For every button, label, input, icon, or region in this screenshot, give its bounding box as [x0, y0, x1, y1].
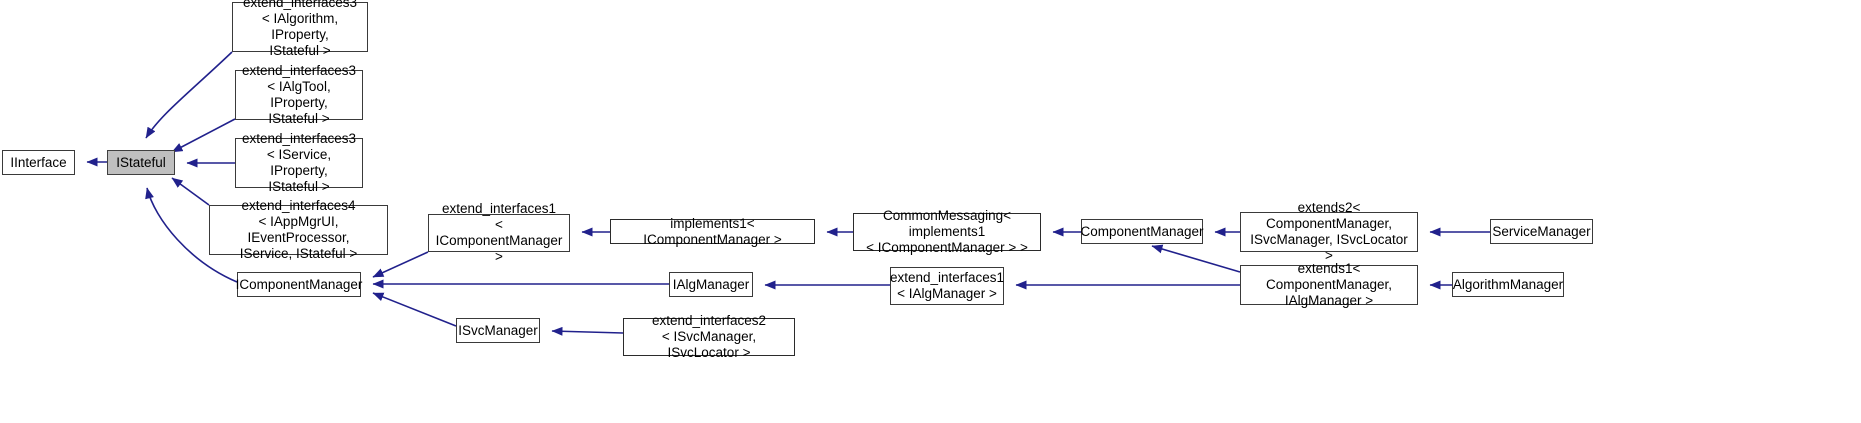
node-componentmanager[interactable]: ComponentManager	[1080, 219, 1204, 244]
edge-ei3alg-istateful	[145, 51, 233, 139]
node-implements1-icomponentmanager[interactable]: implements1< IComponentManager >	[610, 216, 815, 247]
node-commonmessaging-implements1[interactable]: CommonMessaging< implements1 < IComponen…	[853, 208, 1041, 255]
node-servicemanager[interactable]: ServiceManager	[1490, 219, 1593, 244]
edge-ei2isvc-isvcmanager	[551, 326, 624, 336]
node-ialgmanager[interactable]: IAlgManager	[669, 272, 753, 297]
node-extend-interfaces2-isvcmanager[interactable]: extend_interfaces2 < ISvcManager, ISvcLo…	[623, 313, 795, 360]
node-extend-interfaces4-iappmgrui[interactable]: extend_interfaces4 < IAppMgrUI, IEventPr…	[209, 198, 388, 261]
node-extend-interfaces3-ialgorithm[interactable]: extend_interfaces3 < IAlgorithm, IProper…	[232, 0, 368, 58]
node-extend-interfaces3-iservice[interactable]: extend_interfaces3 < IService, IProperty…	[235, 131, 363, 194]
node-extend-interfaces1-ialgmanager[interactable]: extend_interfaces1 < IAlgManager >	[890, 267, 1004, 305]
edge-ei4-istateful	[171, 177, 210, 206]
node-icomponentmanager[interactable]: IComponentManager	[236, 272, 362, 297]
node-extends2-componentmanager[interactable]: extends2< ComponentManager, ISvcManager,…	[1240, 200, 1418, 263]
edge-extends1-componentmanager	[1151, 244, 1241, 273]
node-extend-interfaces3-ialgtool[interactable]: extend_interfaces3 < IAlgTool, IProperty…	[235, 63, 363, 126]
edge-ei3algtool-istateful	[171, 118, 236, 153]
node-extend-interfaces1-icomponentmanager[interactable]: extend_interfaces1 < IComponentManager >	[428, 201, 570, 264]
edge-isvcmanager-icomponentmanager	[372, 292, 457, 327]
node-algorithmmanager[interactable]: AlgorithmManager	[1452, 272, 1564, 297]
node-extends1-componentmanager[interactable]: extends1< ComponentManager, IAlgManager …	[1240, 261, 1418, 308]
node-iinterface[interactable]: IInterface	[2, 150, 75, 175]
node-isvcmanager[interactable]: ISvcManager	[456, 318, 540, 343]
node-istateful-current[interactable]: IStateful	[107, 150, 175, 175]
